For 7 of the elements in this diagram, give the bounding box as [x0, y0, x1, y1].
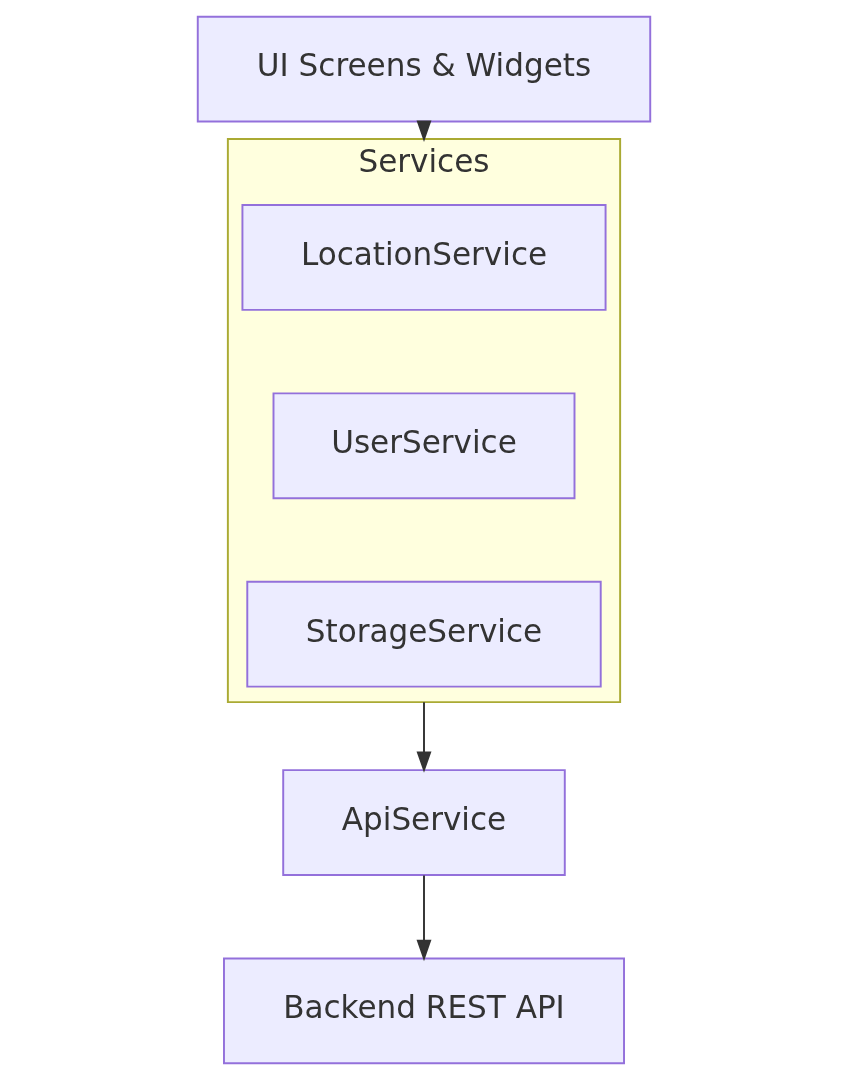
node-box: LocationService: [241, 204, 607, 311]
arrow: [416, 874, 432, 962]
arrow: [416, 701, 432, 773]
node-box: UserService: [272, 392, 576, 500]
node-box: StorageService: [246, 580, 602, 688]
node-box: ApiService: [282, 769, 566, 876]
node-box: Backend REST API: [223, 957, 625, 1065]
